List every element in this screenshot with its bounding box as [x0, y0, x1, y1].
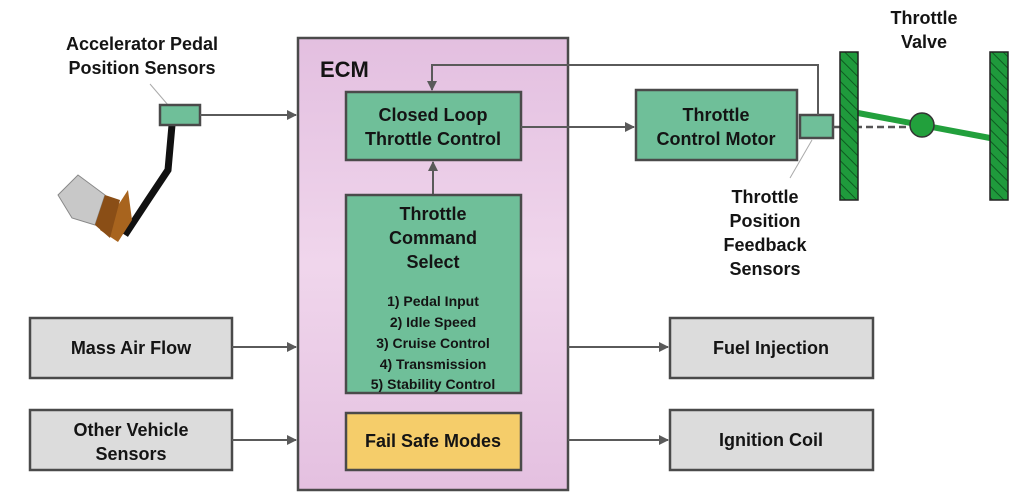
motor-label: Control Motor: [657, 129, 776, 149]
svg-text:Position: Position: [730, 211, 801, 231]
throttle-command-select-box: [344, 193, 523, 395]
svg-text:Accelerator Pedal: Accelerator Pedal: [66, 34, 218, 54]
throttle-valve-icon: [833, 51, 1009, 201]
throttle-position-sensor-box: [798, 113, 835, 140]
svg-text:Position Sensors: Position Sensors: [68, 58, 215, 78]
closed-loop-label: Throttle Control: [365, 129, 501, 149]
leader-line: [789, 139, 813, 179]
svg-text:Sensors: Sensors: [729, 259, 800, 279]
closed-loop-label: Closed Loop: [379, 105, 488, 125]
command-input-item: 1) Pedal Input: [387, 293, 479, 309]
ecm-label: ECM: [320, 57, 369, 82]
svg-text:Feedback: Feedback: [723, 235, 807, 255]
svg-text:Valve: Valve: [901, 32, 947, 52]
closed-loop-throttle-control-box: [344, 90, 523, 162]
command-select-label: Select: [406, 252, 459, 272]
maf-label: Mass Air Flow: [71, 338, 192, 358]
accelerator-pedal-icon: [57, 124, 176, 242]
pedal-sensor-box: [158, 103, 202, 127]
fail-safe-modes-box: [344, 411, 523, 472]
feedback-arrow: [427, 64, 819, 115]
command-input-item: 2) Idle Speed: [390, 314, 476, 330]
fuel-label: Fuel Injection: [713, 338, 829, 358]
other-sensors-label: Sensors: [95, 444, 166, 464]
command-select-label: Command: [389, 228, 477, 248]
tps-label: Throttle Position Feedback Sensors: [723, 187, 807, 279]
command-select-label: Throttle: [400, 204, 467, 224]
command-input-item: 3) Cruise Control: [376, 335, 490, 351]
fuel-injection-box: [668, 316, 875, 380]
svg-text:Throttle: Throttle: [891, 8, 958, 28]
other-sensors-label: Other Vehicle: [73, 420, 188, 440]
ignition-coil-box: [668, 408, 875, 472]
throttle-valve-label: Throttle Valve: [891, 8, 958, 52]
throttle-control-motor-box: [634, 88, 799, 162]
svg-text:Throttle: Throttle: [732, 187, 799, 207]
command-input-item: 5) Stability Control: [371, 376, 495, 392]
leader-line: [149, 83, 169, 106]
fail-safe-label: Fail Safe Modes: [365, 431, 501, 451]
motor-label: Throttle: [683, 105, 750, 125]
accelerator-pedal-label: Accelerator Pedal Position Sensors: [66, 34, 218, 78]
ignition-label: Ignition Coil: [719, 430, 823, 450]
command-input-item: 4) Transmission: [380, 356, 487, 372]
other-vehicle-sensors-box: [28, 408, 234, 472]
